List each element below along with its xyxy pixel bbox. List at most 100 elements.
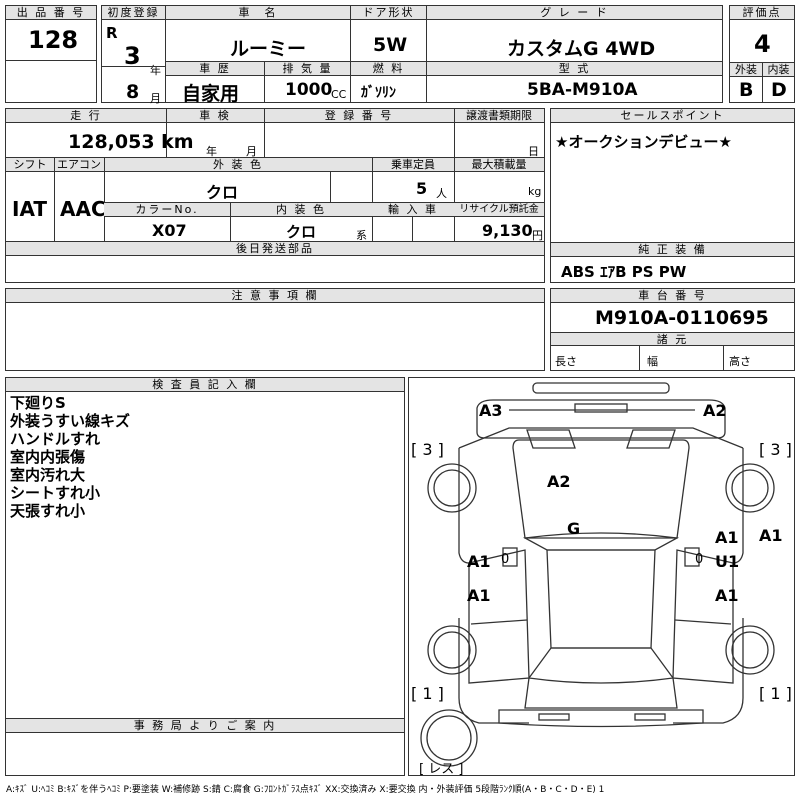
- fuel-box: 燃 料 ｶﾞｿﾘﾝ: [350, 61, 427, 103]
- equipment: ABS ｴｱB PS PW: [561, 263, 687, 281]
- first-reg-box: 初度登録 R 3 年 8 月: [101, 5, 166, 105]
- color-no: X07: [152, 221, 187, 240]
- displacement-box: 排 気 量 1000 CC: [264, 61, 351, 103]
- history-label: 車 歴: [166, 62, 264, 76]
- notes-label: 注 意 事 項 欄: [6, 289, 544, 303]
- sales-point: ★オークションデビュー★: [555, 133, 732, 151]
- notes-box: 注 意 事 項 欄: [5, 288, 545, 371]
- remark-line: ハンドルすれ: [10, 430, 101, 448]
- car-name: ルーミー: [230, 38, 307, 60]
- remark-line: 外装うすい線キズ: [10, 412, 131, 430]
- recycle: 9,130: [482, 221, 533, 240]
- mark-right-mirror: 0: [695, 552, 704, 567]
- capacity-label: 乗車定員: [372, 158, 454, 172]
- mark-hood: A2: [547, 472, 571, 491]
- fuel-label: 燃 料: [351, 62, 426, 76]
- mark-front-right: A2: [703, 401, 727, 420]
- car-diagram: A3 A2 [ 3 ] [ 3 ] A2 G A1 0 A1 A1 U1 0 A…: [408, 377, 795, 777]
- grade: カスタムG 4WD: [507, 38, 656, 60]
- history: 自家用: [182, 83, 240, 105]
- mark-right-rear-door: A1: [715, 586, 739, 605]
- car-name-label: 車 名: [166, 6, 350, 20]
- mark-right-fender: A1: [759, 526, 783, 545]
- mark-tire-fr: [ 3 ]: [759, 440, 792, 459]
- int-score-box: 内装 D: [762, 62, 795, 103]
- mark-front-left: A3: [479, 401, 503, 420]
- equipment-label: 純 正 装 備: [551, 243, 794, 257]
- first-reg-month-unit: 月: [150, 92, 161, 105]
- sales-point-box: セールスポイント ★オークションデビュー★: [550, 108, 795, 243]
- mark-left-mirror: 0: [501, 552, 510, 567]
- recycle-unit: 円: [532, 229, 543, 242]
- recycle-label: リサイクル預託金: [454, 203, 544, 217]
- ext-color: クロ: [206, 183, 239, 202]
- door-box: ドア形状 5W: [350, 5, 427, 62]
- transfer-label: 譲渡書類期限: [454, 109, 544, 123]
- int-color: クロ: [286, 223, 317, 241]
- inspection-year-unit: 年: [206, 145, 217, 158]
- import-label: 輸 入 車: [372, 203, 454, 217]
- spec-length: 長さ: [555, 355, 577, 368]
- max-load-unit: kg: [528, 185, 542, 198]
- remark-line: 天張すれ小: [10, 502, 86, 520]
- mark-tire-fl: [ 3 ]: [411, 440, 444, 459]
- color-no-label: カラーNo.: [104, 203, 230, 217]
- displacement: 1000: [285, 80, 333, 100]
- model-box: 型 式 5BA-M910A: [426, 61, 723, 103]
- door-type: 5W: [373, 34, 408, 56]
- legend: A:ｷｽﾞ U:ﾍｺﾐ B:ｷｽﾞを伴うﾍｺﾐ P:要塗装 W:補修跡 S:錆 …: [6, 785, 605, 795]
- model-label: 型 式: [427, 62, 722, 76]
- grade-box: グ レ ー ド カスタムG 4WD: [426, 5, 723, 62]
- mark-roof: G: [567, 519, 581, 538]
- score: 4: [754, 30, 771, 58]
- remark-line: 下廻りS: [10, 394, 66, 412]
- spec-width: 幅: [647, 355, 658, 368]
- capacity: 5: [416, 179, 428, 198]
- mark-left-rear-door: A1: [467, 586, 491, 605]
- inspector-label: 検 査 員 記 入 欄: [6, 378, 404, 392]
- mileage-label: 走 行: [6, 109, 166, 123]
- chassis-number: M910A-0110695: [595, 307, 769, 329]
- shift-label: シフト: [6, 158, 54, 172]
- parts-label: 後日発送部品: [6, 242, 544, 256]
- history-box: 車 歴 自家用: [165, 61, 265, 105]
- mileage: 128,053 km: [68, 131, 194, 153]
- displacement-label: 排 気 量: [265, 62, 350, 76]
- grade-label: グ レ ー ド: [427, 6, 722, 20]
- lot-box: 出 品 番 号 128: [5, 5, 97, 61]
- info-grid: 走 行 車 検 登 録 番 号 譲渡書類期限 128,053 km 年 月 日 …: [5, 108, 545, 283]
- transfer-day-unit: 日: [528, 145, 539, 158]
- sales-point-label: セールスポイント: [551, 109, 794, 123]
- chassis-box: 車 台 番 号 M910A-0110695 諸 元 長さ 幅 高さ: [550, 288, 795, 371]
- inspector-box: 検 査 員 記 入 欄 下廻りS 外装うすい線キズ ハンドルすれ 室内内張傷 室…: [5, 377, 405, 719]
- spec-height: 高さ: [729, 355, 751, 368]
- displacement-unit: CC: [331, 88, 347, 101]
- remark-line: 室内汚れ大: [10, 466, 86, 484]
- office-label: 事 務 局 よ り ご 案 内: [6, 719, 404, 733]
- first-reg-label: 初度登録: [102, 6, 165, 20]
- reg-no-label: 登 録 番 号: [264, 109, 454, 123]
- ext-score-label: 外装: [730, 63, 762, 77]
- inspection-label: 車 検: [166, 109, 264, 123]
- mark-tire-rr: [ 1 ]: [759, 684, 792, 703]
- ac: AAC: [60, 197, 106, 221]
- mark-right-front-door-1: A1: [715, 528, 739, 547]
- inspection-month-unit: 月: [246, 145, 257, 158]
- fuel: ｶﾞｿﾘﾝ: [361, 85, 396, 101]
- door-label: ドア形状: [351, 6, 426, 20]
- score-box: 評価点 4: [729, 5, 795, 63]
- remark-line: 室内内張傷: [10, 448, 86, 466]
- int-color-unit: 系: [356, 229, 367, 242]
- car-name-box: 車 名 ルーミー: [165, 5, 351, 62]
- int-score-label: 内装: [763, 63, 794, 77]
- int-color-label: 内 装 色: [230, 203, 372, 217]
- capacity-unit: 人: [436, 187, 447, 200]
- remark-line: シートすれ小: [10, 484, 101, 502]
- mark-tire-rl: [ 1 ]: [411, 684, 444, 703]
- model: 5BA-M910A: [527, 80, 638, 100]
- car-outline-diagram: [420, 382, 775, 767]
- lot-number: 128: [28, 26, 79, 54]
- ext-color-label: 外 装 色: [104, 158, 372, 172]
- score-label: 評価点: [730, 6, 794, 20]
- first-reg-year: 3: [124, 42, 141, 70]
